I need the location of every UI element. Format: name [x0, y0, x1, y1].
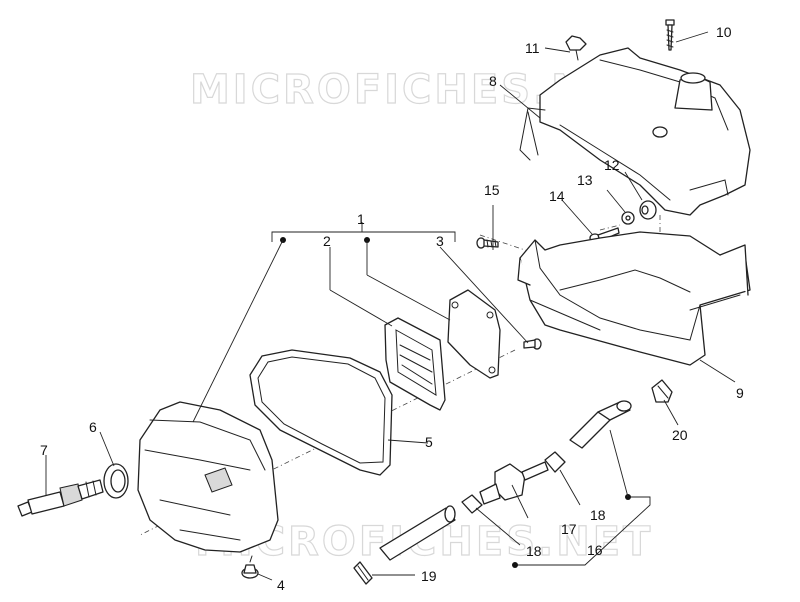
callout-2: 2 [323, 233, 331, 249]
head-cover [137, 401, 279, 553]
callout-6: 6 [89, 419, 97, 435]
cover-shield [519, 47, 751, 216]
callout-10: 10 [716, 24, 732, 40]
callout-1: 1 [357, 211, 365, 227]
callout-19: 19 [421, 568, 437, 584]
callout-15: 15 [484, 182, 500, 198]
callout-4: 4 [277, 577, 285, 593]
grommet-part-12 [639, 200, 657, 220]
callout-11: 11 [525, 40, 540, 56]
callout-12: 12 [604, 157, 620, 173]
clamp-part-20 [651, 379, 673, 403]
seal-part-6 [103, 463, 129, 499]
plate-part-3 [447, 289, 501, 379]
leader-lines [45, 31, 736, 581]
spark-plug-part-7 [17, 479, 104, 517]
screw-part-15 [476, 237, 499, 249]
callout-labels: 1 2 3 4 5 6 7 8 9 10 11 12 13 14 15 16 1… [40, 24, 744, 593]
callout-13: 13 [577, 172, 593, 188]
hose-assembly [379, 400, 632, 561]
callout-16: 16 [587, 542, 603, 558]
lower-shield [517, 231, 751, 366]
callout-17: 17 [561, 521, 577, 537]
callout-8: 8 [489, 73, 497, 89]
callout-3: 3 [436, 233, 444, 249]
callout-5: 5 [425, 434, 433, 450]
screw-part-3 [523, 338, 542, 350]
screw-part-10 [665, 19, 675, 51]
callout-20: 20 [672, 427, 688, 443]
knob-part-11 [565, 35, 587, 61]
clip-part-19 [353, 561, 373, 585]
callout-14: 14 [549, 188, 565, 204]
callout-7: 7 [40, 442, 48, 458]
washer-part-13 [621, 211, 635, 225]
callout-18-upper: 18 [590, 507, 606, 523]
gasket-plate-part-2 [384, 317, 446, 411]
callout-9: 9 [736, 385, 744, 401]
bolt-part-4 [241, 555, 259, 579]
gasket-ring-part-5 [249, 349, 393, 476]
callout-18-lower: 18 [526, 543, 542, 559]
